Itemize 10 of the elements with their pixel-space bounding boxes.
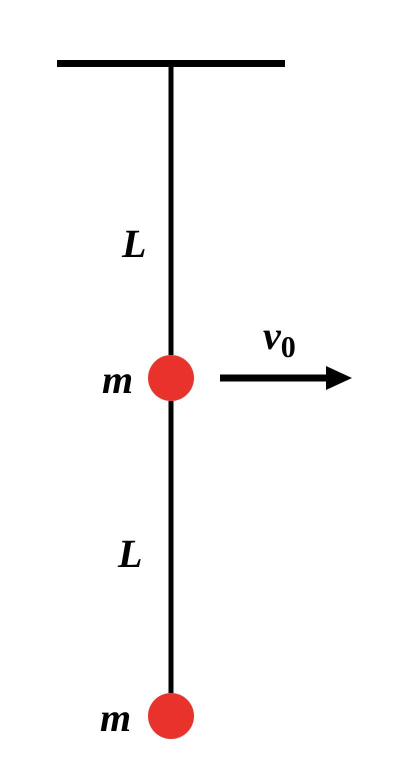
length-label: L [122,224,146,264]
pendulum-rod [168,67,174,355]
mass-ball [148,693,194,739]
mass-label: m [100,698,132,738]
mass-label: m [102,360,134,400]
mass-ball [148,355,194,401]
length-label: L [118,534,142,574]
ceiling-bar [57,60,285,67]
velocity-label: v$_{0}$ [263,316,296,366]
pendulum-rod [168,401,174,693]
